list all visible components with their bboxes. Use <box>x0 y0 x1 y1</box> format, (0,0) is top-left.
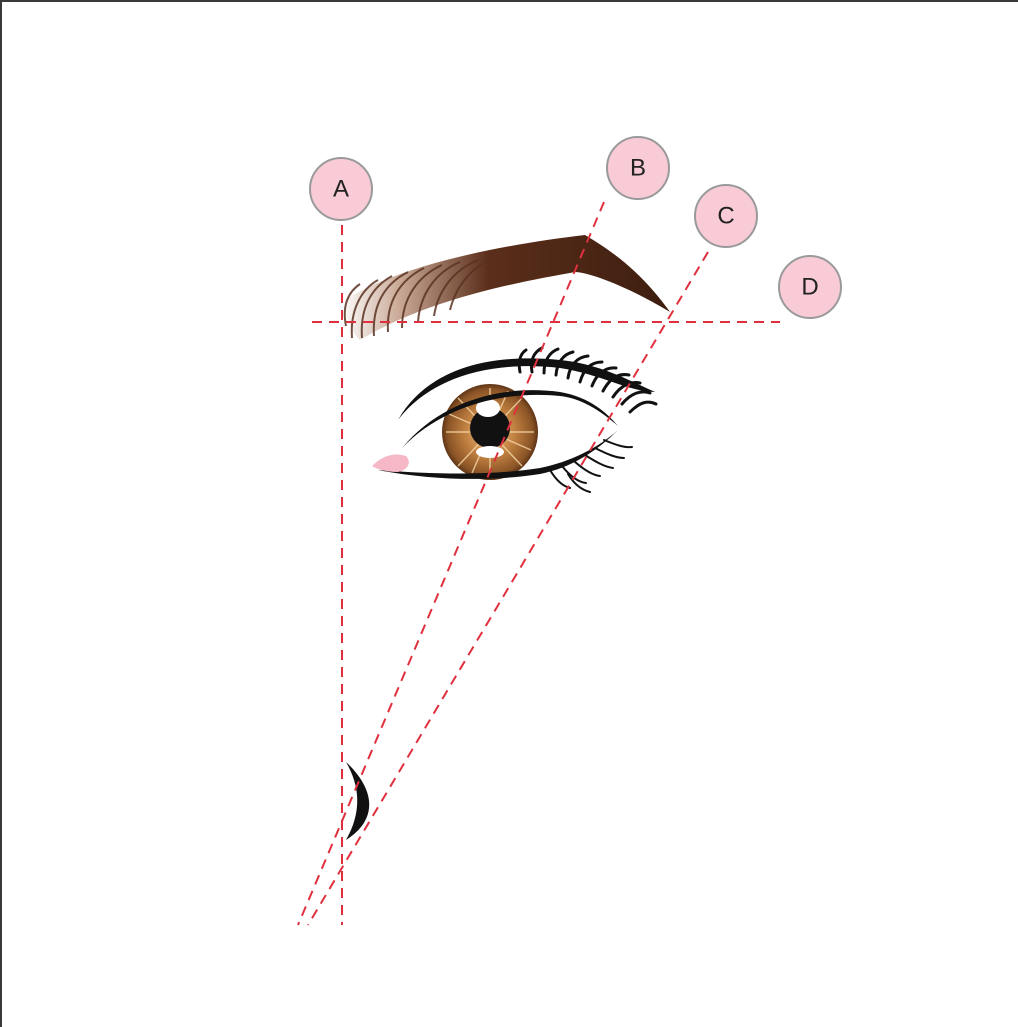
marker-b: B <box>607 137 669 199</box>
marker-a: A <box>310 158 372 220</box>
marker-d-label: D <box>801 274 818 301</box>
marker-a-label: A <box>333 176 349 203</box>
marker-c: C <box>695 185 757 247</box>
marker-b-label: B <box>630 155 646 182</box>
eyebrow <box>345 235 670 340</box>
guide-line-c-diagonal <box>308 252 708 925</box>
marker-d: D <box>779 256 841 318</box>
eye <box>372 358 655 480</box>
marker-c-label: C <box>717 203 734 230</box>
